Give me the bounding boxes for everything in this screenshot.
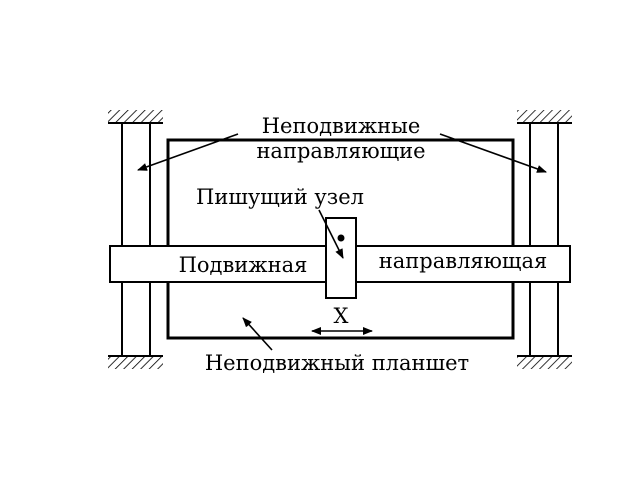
left-top-mount bbox=[108, 110, 163, 123]
movable-guide-label-left: Подвижная bbox=[179, 253, 308, 277]
right-bottom-mount bbox=[517, 356, 572, 369]
writing-unit-arrow bbox=[318, 209, 344, 259]
x-axis-label: X bbox=[334, 304, 349, 328]
writing-unit-label: Пишущий узел bbox=[196, 185, 364, 209]
tablet-arrow bbox=[242, 317, 273, 351]
right-fixed-guide bbox=[517, 110, 572, 369]
pen-dot bbox=[337, 234, 345, 242]
left-fixed-guide bbox=[108, 110, 163, 369]
fixed-tablet-label: Неподвижный планшет bbox=[205, 351, 469, 375]
fixed-guides-label-line2: направляющие bbox=[256, 139, 425, 163]
fixed-guides-arrow-left bbox=[137, 133, 239, 171]
left-bottom-mount bbox=[108, 356, 163, 369]
fixed-guides-label-line1: Неподвижные bbox=[262, 114, 421, 138]
fixed-guides-arrow-right bbox=[439, 133, 547, 173]
movable-guide-label-right: направляющая bbox=[379, 249, 547, 273]
right-top-mount bbox=[517, 110, 572, 123]
writing-unit bbox=[325, 217, 357, 299]
fixed-tablet bbox=[166, 138, 515, 340]
arrows bbox=[137, 133, 547, 351]
